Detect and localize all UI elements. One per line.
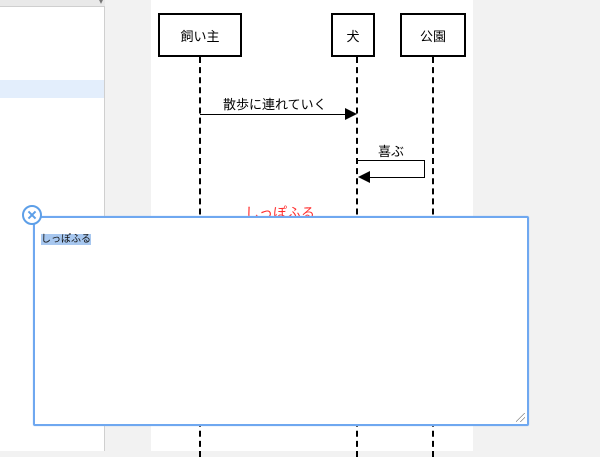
participant-label: 飼い主 [180, 29, 220, 45]
self-message-line-top[interactable] [358, 160, 425, 161]
participant-label: 公園 [419, 29, 446, 45]
participant-label: 犬 [346, 29, 360, 45]
arrow-left-icon [358, 171, 370, 183]
participant-owner[interactable]: 飼い主 [158, 13, 242, 57]
self-message-label[interactable]: 喜ぶ [378, 145, 405, 160]
close-circle-icon[interactable] [22, 205, 42, 225]
arrow-right-icon [345, 108, 357, 120]
message-label[interactable]: 散歩に連れていく [223, 98, 327, 113]
resize-grip-icon[interactable] [516, 413, 525, 422]
participant-park[interactable]: 公園 [400, 13, 466, 57]
message-line[interactable] [200, 114, 346, 115]
selected-text[interactable]: しっぽふる [41, 234, 91, 245]
panel-header-strip: ▾ [0, 0, 105, 7]
self-message-line-bottom[interactable] [370, 177, 425, 178]
selected-list-item[interactable] [0, 80, 104, 98]
participant-dog[interactable]: 犬 [331, 13, 375, 57]
scroll-arrow-icon[interactable]: ▾ [98, 0, 103, 6]
self-message-line-right [424, 160, 425, 177]
editor-text[interactable]: しっぽふる [41, 230, 91, 245]
label-text-editor[interactable]: しっぽふる [33, 216, 529, 426]
